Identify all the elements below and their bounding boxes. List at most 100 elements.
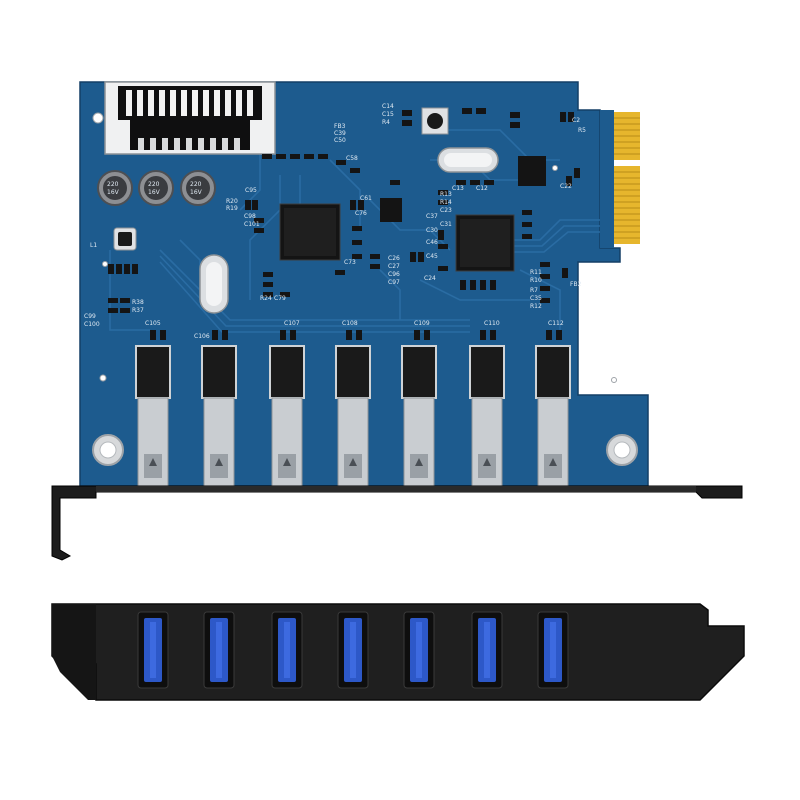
silk-label: C12 [476,185,488,192]
silk-label: R10 [530,277,542,284]
silk-label: C15 [382,111,394,118]
front-usb-port-5[interactable] [403,611,435,689]
mounting-hole-right [606,434,638,466]
front-usb-port-6[interactable] [471,611,503,689]
silk-label: C30 [426,227,438,234]
capacitor-2-label: 220 [148,181,160,188]
via-hole [611,377,617,383]
silk-label: C50 [334,137,346,144]
silk-label: C95 [245,187,257,194]
tactile-switch [421,107,449,135]
silk-label: C13 [452,185,464,192]
silk-label: C2 [572,117,580,124]
capacitor-3-label: 220 [190,181,202,188]
silk-label: C22 [560,183,572,190]
silk-label: R4 [382,119,390,126]
capacitor-2-voltage: 16V [148,189,161,196]
front-usb-port-3[interactable] [271,611,303,689]
bracket-fold [52,604,96,700]
usb-port-4 [335,345,371,487]
sata-power-connector [104,81,276,155]
silkscreen-labels: C14 C15 R4 FB3 C39 C50 C58 C61 C76 C37 C… [84,103,586,340]
front-usb-port-4[interactable] [337,611,369,689]
silk-label: C14 [382,103,394,110]
capacitor-1: 220 16V [97,170,133,206]
silk-label: R5 [578,127,586,134]
bracket-usb-ports [137,611,569,689]
silk-label: C112 [548,320,564,327]
silk-label: C98 [244,213,256,220]
silk-label: C100 [84,321,100,328]
silk-label: C108 [342,320,358,327]
silk-label: C61 [360,195,372,202]
silk-label: C110 [484,320,500,327]
silk-label: C106 [194,333,210,340]
silk-label: C46 [426,239,438,246]
smd-components [108,108,580,340]
silk-label: L1 [90,242,97,249]
usb-port-1 [135,345,171,487]
silk-label: C96 [388,271,400,278]
usb-port-5 [401,345,437,487]
silk-label: C73 [344,259,356,266]
crystal-oscillator-top [437,147,499,173]
usb-controller-chip-1 [279,203,341,261]
silk-label: R12 [530,303,542,310]
usb-port-7 [535,345,571,487]
silk-label: C105 [145,320,161,327]
front-usb-port-1[interactable] [137,611,169,689]
silk-label: C23 [440,207,452,214]
silk-label: C24 [424,275,436,282]
silk-label: C99 [84,313,96,320]
via-hole [99,374,107,382]
silk-label: C27 [388,263,400,270]
silk-label: C101 [244,221,260,228]
silk-label: R19 [226,205,238,212]
silk-label: C97 [388,279,400,286]
silk-label: R37 [132,307,144,314]
silk-label: C58 [346,155,358,162]
silk-label: FB2 [570,281,582,288]
capacitor-3-voltage: 16V [190,189,203,196]
silk-label: R7 [530,287,538,294]
pcie-gold-fingers [600,110,640,248]
capacitor-2: 220 16V [138,170,174,206]
silk-label: R11 [530,269,542,276]
silk-label: R14 [440,199,452,206]
silk-label: C107 [284,320,300,327]
front-usb-port-7[interactable] [537,611,569,689]
via-hole [92,112,104,124]
bracket-edge-top-view [51,485,743,561]
silk-label: R13 [440,191,452,198]
pcb-board: 220 16V 220 16V 220 16V [79,81,649,487]
capacitor-1-label: 220 [107,181,119,188]
small-ic [518,156,546,186]
silk-label: C109 [414,320,430,327]
usb-ports-pcb [135,345,571,487]
pci-bracket-front [51,603,745,701]
pcb-traces [109,129,600,333]
usb-port-3 [269,345,305,487]
capacitor-3: 220 16V [180,170,216,206]
mounting-hole-left [92,434,124,466]
silk-label: C39 [334,130,346,137]
usb-controller-chip-2 [455,214,515,272]
capacitor-1-voltage: 16V [107,189,120,196]
via-hole [102,261,108,267]
silk-label: C37 [426,213,438,220]
silk-label: C26 [388,255,400,262]
front-usb-port-2[interactable] [203,611,235,689]
silk-label: C76 [355,210,367,217]
silk-label: FB3 [334,123,346,130]
via-hole [552,165,558,171]
small-ic [380,198,402,222]
silk-label: C35 [530,295,542,302]
silk-label: C31 [440,221,452,228]
silk-label: C79 [274,295,286,302]
silk-label: C45 [426,253,438,260]
silk-label: R38 [132,299,144,306]
usb-port-6 [469,345,505,487]
silk-label: R20 [226,198,238,205]
silk-label: R24 [260,295,272,302]
